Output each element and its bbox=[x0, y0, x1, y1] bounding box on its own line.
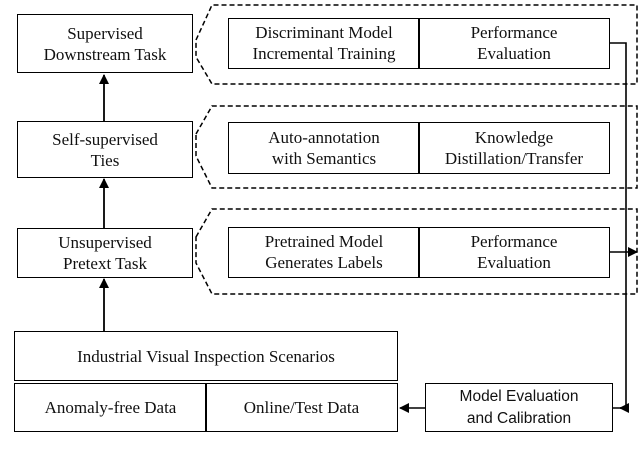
knowledge-line-1: Knowledge bbox=[474, 127, 554, 147]
arrow-to-model-evaluation bbox=[613, 252, 627, 409]
pretrained-line-2: Generates Labels bbox=[265, 253, 383, 272]
model-eval-line-1: Model Evaluation bbox=[459, 387, 579, 405]
self-supervised-line-1: Self-supervised bbox=[52, 129, 158, 149]
unsupervised-pretext-task-box: Unsupervised Pretext Task bbox=[17, 228, 193, 278]
unsupervised-line-1: Unsupervised bbox=[58, 233, 152, 252]
self-supervised-ties-box: Self-supervised Ties bbox=[17, 121, 193, 178]
pretrained-line-1: Pretrained Model bbox=[264, 232, 384, 251]
supervised-line-2: Downstream Task bbox=[43, 44, 167, 64]
knowledge-line-2: Distillation/Transfer bbox=[444, 148, 584, 168]
auto-annotation-line-2: with Semantics bbox=[271, 148, 377, 168]
discriminant-model-cell: Discriminant Model Incremental Training bbox=[229, 19, 419, 67]
pretrained-model-cell: Pretrained Model Generates Labels bbox=[229, 228, 419, 276]
industrial-scenarios-label: Industrial Visual Inspection Scenarios bbox=[77, 346, 335, 366]
bottom-performance-line-2: Evaluation bbox=[477, 253, 551, 272]
discriminant-line-1: Discriminant Model bbox=[255, 23, 393, 42]
auto-annotation-cell: Auto-annotation with Semantics bbox=[229, 123, 419, 172]
supervised-line-1: Supervised bbox=[67, 23, 143, 43]
top-performance-line-1: Performance bbox=[470, 23, 558, 42]
knowledge-distillation-cell: Knowledge Distillation/Transfer bbox=[420, 123, 608, 172]
self-supervised-line-2: Ties bbox=[90, 150, 120, 170]
model-evaluation-calibration-box: Model Evaluation and Calibration bbox=[425, 383, 613, 432]
model-eval-line-2: and Calibration bbox=[466, 409, 572, 427]
top-performance-line-2: Evaluation bbox=[477, 44, 551, 63]
top-performance-evaluation-cell: Performance Evaluation bbox=[420, 19, 608, 67]
auto-annotation-line-1: Auto-annotation bbox=[268, 127, 380, 147]
dashed-frame-bottom bbox=[195, 208, 638, 295]
unsupervised-line-2: Pretext Task bbox=[63, 254, 147, 273]
arrow-top-eval-to-side bbox=[610, 42, 627, 252]
bottom-performance-evaluation-cell: Performance Evaluation bbox=[420, 228, 608, 276]
dashed-frame-middle bbox=[195, 105, 638, 189]
middle-group-pair: Auto-annotation with Semantics Knowledge… bbox=[228, 122, 610, 174]
online-test-label: Online/Test Data bbox=[243, 397, 360, 417]
bottom-performance-line-1: Performance bbox=[470, 232, 558, 251]
supervised-downstream-task-box: Supervised Downstream Task bbox=[17, 14, 193, 73]
online-test-data-cell: Online/Test Data bbox=[207, 384, 396, 430]
anomaly-free-label: Anomaly-free Data bbox=[44, 397, 177, 417]
top-group-pair: Discriminant Model Incremental Training … bbox=[228, 18, 610, 69]
bottom-group-pair: Pretrained Model Generates Labels Perfor… bbox=[228, 227, 610, 278]
anomaly-free-data-cell: Anomaly-free Data bbox=[15, 384, 206, 430]
industrial-scenarios-box: Industrial Visual Inspection Scenarios bbox=[14, 331, 398, 381]
discriminant-line-2: Incremental Training bbox=[252, 44, 396, 63]
data-pair: Anomaly-free Data Online/Test Data bbox=[14, 383, 398, 432]
